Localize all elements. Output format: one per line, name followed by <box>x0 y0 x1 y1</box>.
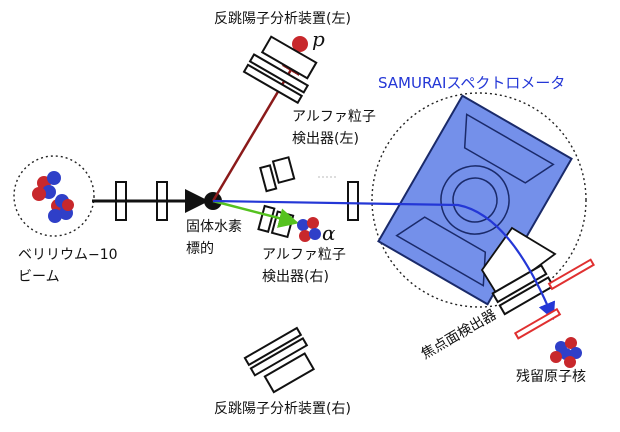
label-target-2: 標的 <box>186 241 214 257</box>
samurai-magnet <box>377 94 573 306</box>
residual-nucleus-icon <box>550 337 582 368</box>
label-beam-2: ビーム <box>18 269 60 285</box>
label-recoil-proton-left: 反跳陽子分析装置(左) <box>214 11 351 27</box>
label-alpha-detector-right-2: 検出器(右) <box>262 269 329 285</box>
proton-sphere-icon <box>292 36 308 52</box>
label-alpha-symbol: α <box>322 221 336 245</box>
alpha-track <box>212 199 299 228</box>
label-residual-nucleus: 残留原子核 <box>516 369 586 385</box>
beam-region-circle <box>13 155 95 237</box>
label-proton-symbol: p <box>312 27 325 51</box>
residual-track <box>212 199 556 321</box>
label-recoil-proton-right: 反跳陽子分析装置(右) <box>214 401 351 417</box>
label-spectrometer: SAMURAIスペクトロメータ <box>378 74 566 92</box>
label-alpha-detector-right-1: アルファ粒子 <box>262 247 346 263</box>
spectrometer-entrance-detector <box>347 181 359 221</box>
label-target-1: 固体水素 <box>186 219 242 235</box>
spectrometer-region-circle <box>371 92 587 308</box>
beryllium-nucleus-icon <box>32 171 74 223</box>
recoil-proton-analyzer-right <box>243 326 316 394</box>
label-beam-1: ベリリウム−10 <box>18 247 118 263</box>
label-alpha-detector-left-2: 検出器(左) <box>292 131 359 147</box>
alpha-detector-left <box>259 156 296 193</box>
focal-plane-detectors <box>513 258 595 340</box>
label-alpha-detector-left-1: アルファ粒子 <box>292 109 376 125</box>
alpha-particle-icon <box>297 217 321 242</box>
recoil-proton-analyzer-left <box>242 35 318 105</box>
